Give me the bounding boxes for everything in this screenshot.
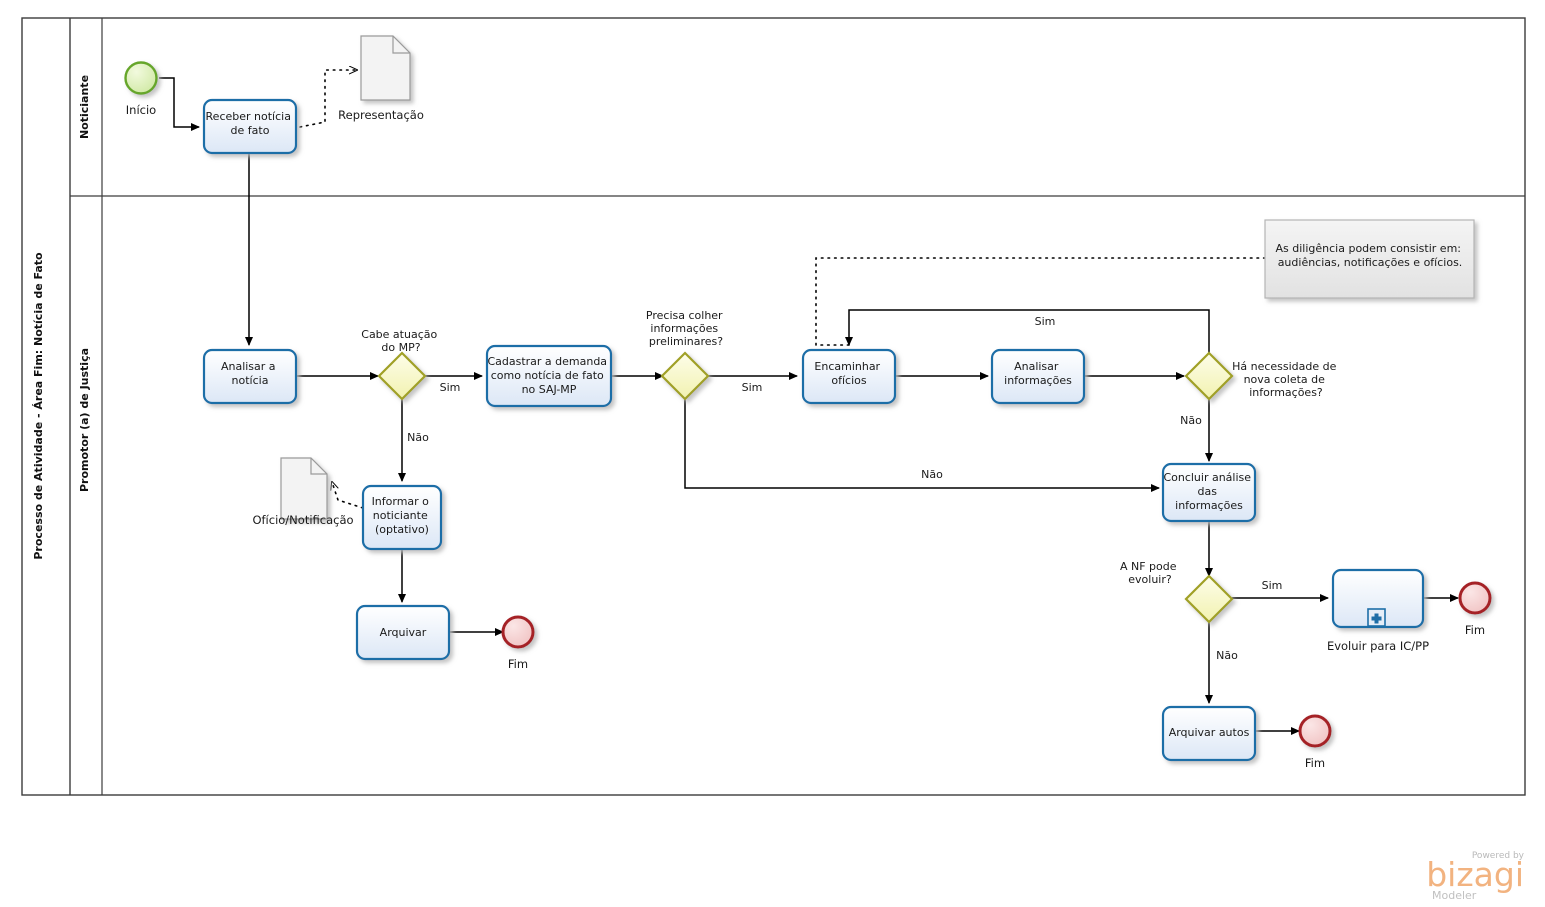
flow-start-receber bbox=[159, 77, 200, 131]
lane-label-noticiante: Noticiante bbox=[78, 75, 91, 139]
task-arquivar[interactable] bbox=[355, 604, 451, 661]
pool-title: Processo de Atividade - Área Fim: Notíci… bbox=[32, 252, 45, 560]
lane-label-promotor: Promotor (a) de Justiça bbox=[78, 348, 91, 492]
task-cadastrar-demanda-label: Cadastrar a demanda como notícia de fato… bbox=[487, 355, 610, 396]
data-object-representacao-label: Representação bbox=[338, 108, 424, 122]
task-concluir-analise-label: Concluir análise das informações bbox=[1163, 471, 1254, 512]
associations bbox=[299, 70, 1265, 509]
gateway-cabe-atuacao[interactable] bbox=[377, 351, 427, 401]
task-receber-noticia-label: Receber notícia de fato bbox=[206, 110, 295, 137]
data-object-oficio[interactable] bbox=[280, 457, 328, 520]
task-concluir-analise[interactable] bbox=[1161, 462, 1257, 523]
task-analisar-noticia-label: Analisar a notícia bbox=[221, 360, 279, 387]
flow-label-necessidade-nao: Não bbox=[1180, 414, 1202, 427]
end-event-arquivar-autos[interactable] bbox=[1298, 714, 1332, 748]
end-event-arquivar-autos-label: Fim bbox=[1305, 756, 1325, 770]
task-arquivar-autos[interactable] bbox=[1161, 705, 1257, 762]
end-event-evoluir-label: Fim bbox=[1465, 623, 1485, 637]
gateway-nova-coleta[interactable] bbox=[1184, 351, 1234, 401]
end-event-arquivar-label: Fim bbox=[508, 657, 528, 671]
end-event-evoluir[interactable] bbox=[1458, 581, 1492, 615]
flow-label-nf-sim: Sim bbox=[1262, 579, 1283, 592]
start-event-label: Início bbox=[126, 103, 156, 117]
flow-label-precisa-sim: Sim bbox=[742, 381, 763, 394]
assoc-informar-oficio bbox=[332, 482, 364, 509]
logo-powered-by: Powered by bbox=[1472, 851, 1525, 861]
bizagi-logo: Powered by bizagi Modeler bbox=[1426, 851, 1524, 902]
flow-label-cabe-sim: Sim bbox=[440, 381, 461, 394]
flow-gwnecessidade-sim bbox=[845, 309, 1210, 353]
task-encaminhar-oficios[interactable] bbox=[801, 348, 897, 405]
annotation-diligencias-text: As diligência podem consistir em: audiên… bbox=[1276, 242, 1465, 269]
task-receber-noticia[interactable] bbox=[202, 98, 298, 155]
task-encaminhar-oficios-label: Encaminhar ofícios bbox=[814, 360, 883, 387]
flow-label-precisa-nao: Não bbox=[921, 468, 943, 481]
sequence-flows bbox=[159, 77, 1459, 735]
logo-product: Modeler bbox=[1432, 889, 1477, 902]
task-informar-noticiante-label: Informar o noticiante (optativo) bbox=[372, 495, 433, 536]
data-object-oficio-label: Ofício/Notificação bbox=[252, 513, 353, 527]
assoc-encaminhar-nota bbox=[815, 257, 1265, 346]
assoc-receber-representacao bbox=[299, 70, 357, 128]
gateway-nf-evoluir-label: A NF pode evoluir? bbox=[1120, 560, 1180, 586]
gateway-precisa-colher[interactable] bbox=[660, 351, 710, 401]
flow-label-nf-nao: Não bbox=[1216, 649, 1238, 662]
task-analisar-informacoes-label: Analisar informações bbox=[1004, 360, 1072, 387]
gateway-precisa-colher-label: Precisa colher informações preliminares? bbox=[646, 309, 726, 348]
task-informar-noticiante[interactable] bbox=[361, 484, 443, 551]
data-object-representacao[interactable] bbox=[360, 35, 411, 101]
task-cadastrar-demanda[interactable] bbox=[485, 344, 613, 408]
task-analisar-noticia[interactable] bbox=[202, 348, 298, 405]
subprocess-evoluir-icpp-label: Evoluir para IC/PP bbox=[1327, 639, 1429, 653]
task-arquivar-autos-label: Arquivar autos bbox=[1169, 726, 1250, 739]
start-event-inicio[interactable] bbox=[124, 61, 158, 95]
flow-gwprecisa-nao bbox=[684, 399, 1160, 492]
gateway-nf-evoluir[interactable] bbox=[1184, 574, 1234, 624]
annotation-diligencias bbox=[1264, 219, 1475, 299]
end-event-arquivar[interactable] bbox=[501, 615, 535, 649]
flow-label-necessidade-sim: Sim bbox=[1035, 315, 1056, 328]
gateway-nova-coleta-label: Há necessidade de nova coleta de informa… bbox=[1232, 360, 1340, 399]
flow-label-cabe-nao: Não bbox=[407, 431, 429, 444]
subprocess-evoluir-icpp[interactable] bbox=[1331, 568, 1425, 629]
gateway-cabe-atuacao-label: Cabe atuação do MP? bbox=[361, 328, 440, 354]
task-arquivar-label: Arquivar bbox=[380, 626, 427, 639]
task-analisar-informacoes[interactable] bbox=[990, 348, 1086, 405]
logo-brand: bizagi bbox=[1426, 855, 1524, 894]
plus-icon bbox=[1367, 608, 1386, 627]
